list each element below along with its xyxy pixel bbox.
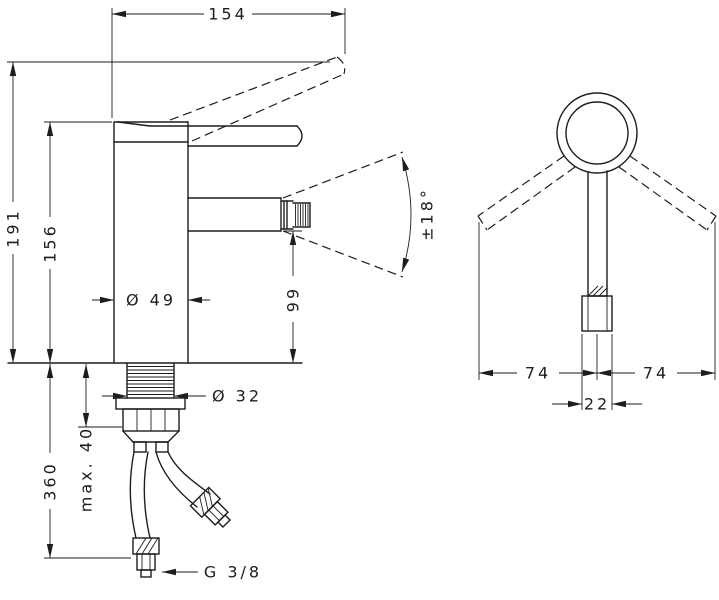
dimension-body-height: 156 — [41, 121, 112, 363]
hose-stub — [133, 441, 147, 453]
angle-dimension-arc — [401, 156, 412, 273]
hose-stub — [155, 441, 169, 453]
handle-swing-dashed-right — [618, 155, 717, 231]
handle-swing-dashed-left — [477, 155, 576, 231]
supply-hoses — [129, 451, 211, 539]
dimension-handle-reach: 154 — [111, 5, 346, 118]
body-top-circle — [556, 92, 638, 174]
hidden-line — [618, 166, 708, 231]
dimension-total-height: 191 — [4, 61, 330, 363]
hidden-line — [629, 155, 717, 217]
hatch-line — [587, 285, 599, 297]
dim-label-22: 22 — [584, 395, 610, 414]
hatch-line — [592, 285, 604, 297]
aerator — [280, 200, 311, 230]
dimension-shaft-diameter: Ø 32 — [102, 387, 262, 406]
dim-label-191: 191 — [4, 208, 23, 248]
hatch-line — [135, 537, 147, 555]
dim-label-99: 99 — [284, 286, 303, 312]
hose-line — [129, 451, 137, 539]
hose-connector-angled — [189, 486, 232, 529]
inner-circle — [565, 101, 629, 165]
connector-tip — [140, 569, 152, 578]
object-line — [122, 430, 134, 443]
dim-label-dia-32: Ø 32 — [212, 387, 262, 406]
hatch-line — [208, 509, 220, 521]
dimension-max-counter-thickness: max. 40 — [77, 364, 122, 512]
dim-label-swivel-angle: ±18° — [418, 187, 437, 241]
handle-bar-top-view — [581, 170, 613, 332]
dim-label-360: 360 — [41, 461, 60, 501]
hidden-line — [477, 155, 565, 217]
hatch-line — [598, 287, 608, 297]
threaded-mounting-shaft — [126, 362, 175, 399]
spout-swivel-range: ±18° — [282, 151, 437, 278]
dimension-swing-radii: 74 74 — [478, 222, 716, 383]
connector-body — [203, 500, 229, 526]
top-view: 74 74 22 — [477, 92, 717, 414]
handle-lever-raised-dashed — [169, 56, 346, 142]
hidden-line — [282, 151, 404, 199]
dim-label-74-left: 74 — [525, 364, 551, 383]
hatch-line — [203, 492, 209, 511]
front-view: 154 191 156 — [4, 5, 437, 582]
hose-connector-bottom — [132, 537, 160, 578]
dim-label-74-right: 74 — [643, 364, 669, 383]
dim-label-156: 156 — [41, 223, 60, 263]
hidden-line — [336, 56, 346, 75]
hose-line — [155, 451, 198, 508]
object-line — [167, 430, 180, 443]
hose-line — [143, 451, 151, 539]
spout — [187, 197, 282, 232]
dim-label-g38: G 3/8 — [204, 563, 262, 582]
hatch-line — [147, 537, 159, 555]
connector-tip — [217, 514, 232, 529]
dimension-hose-length: 360 — [41, 364, 131, 559]
dim-label-max-40: max. 40 — [77, 426, 96, 512]
connector-body — [136, 553, 156, 571]
hidden-line — [706, 215, 717, 231]
dimension-handle-width: 22 — [552, 334, 642, 414]
faucet-body-outline — [113, 121, 189, 364]
hidden-line — [282, 230, 404, 278]
object-line — [117, 121, 151, 127]
dimension-connection-thread: G 3/8 — [162, 563, 262, 582]
mounting-nut-assembly — [115, 397, 186, 453]
hatch-line — [199, 496, 205, 516]
hidden-line — [169, 56, 338, 121]
hatch-line — [207, 488, 213, 507]
hidden-line — [191, 73, 345, 142]
hatch-line — [141, 537, 153, 555]
hose-line — [167, 451, 211, 495]
dim-label-dia-49: Ø 49 — [126, 291, 176, 310]
dim-label-154: 154 — [208, 5, 248, 24]
connector-hex — [132, 537, 160, 555]
handle-end-block — [581, 295, 613, 332]
hidden-line — [477, 215, 488, 231]
handle-end-cap — [296, 125, 303, 147]
handle-lever — [117, 121, 303, 147]
dimension-spout-height: 99 — [284, 230, 303, 363]
washer — [115, 397, 186, 410]
hidden-line — [486, 166, 576, 231]
dimension-body-diameter: Ø 49 — [92, 291, 210, 310]
hatch-line — [212, 505, 224, 517]
outer-circle — [556, 92, 638, 174]
